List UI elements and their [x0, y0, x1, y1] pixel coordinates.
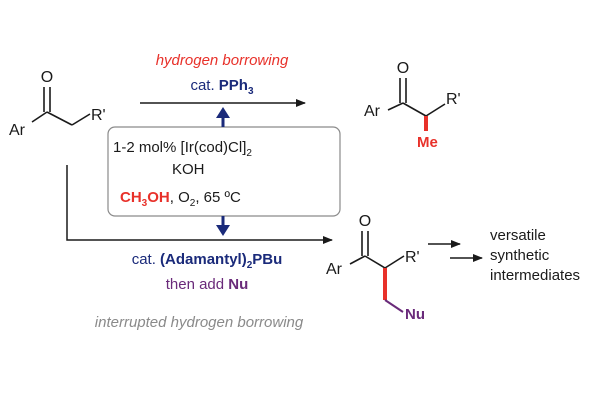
sm-r-group: R'	[91, 107, 106, 124]
nucleophile-bond	[384, 299, 404, 313]
outcome-line-2: synthetic	[490, 247, 550, 264]
nucleophile-addition-label: then add Nu	[166, 276, 249, 293]
alpha-bond	[46, 111, 73, 126]
r-bond	[425, 103, 446, 117]
aryl-bond	[387, 102, 404, 111]
bottom-product-oxygen: O	[359, 213, 371, 230]
r-bond	[71, 113, 91, 126]
hydrogen-borrowing-label: hydrogen borrowing	[156, 52, 289, 69]
top-catalyst-label: cat. PPh3	[190, 77, 254, 97]
methyl-label: Me	[417, 134, 438, 151]
bottom-product-r-group: R'	[405, 249, 420, 266]
top-product-r-group: R'	[446, 91, 461, 108]
r-bond	[384, 255, 405, 269]
bottom-reaction-arrow	[66, 165, 333, 244]
top-product-oxygen: O	[397, 60, 409, 77]
aryl-bond	[31, 111, 48, 123]
alpha-bond	[402, 102, 427, 117]
outcome-line-3: intermediates	[490, 267, 580, 284]
outcome-line-1: versatile	[490, 227, 546, 244]
down-arrow	[216, 216, 230, 236]
base-text: KOH	[172, 161, 205, 178]
bottom-catalyst-label: cat. (Adamantyl)2PBu	[132, 251, 283, 271]
sm-aryl: Ar	[9, 122, 26, 139]
sm-oxygen: O	[41, 69, 53, 86]
aryl-bond	[349, 255, 366, 265]
interrupted-hydrogen-borrowing-label: interrupted hydrogen borrowing	[95, 314, 304, 331]
nucleophile-label: Nu	[405, 306, 425, 323]
bottom-product-aryl: Ar	[326, 261, 343, 278]
top-product: O Ar R' Me	[364, 60, 461, 151]
starting-material: O Ar R'	[9, 69, 106, 139]
bottom-product: O Ar R' Nu	[326, 213, 425, 323]
catalyst-loading-text: 1-2 mol% [Ir(cod)Cl]2	[113, 139, 252, 159]
top-product-aryl: Ar	[364, 103, 381, 120]
reagent-conditions-text: CH3OH, O2, 65 ºC	[120, 189, 241, 209]
alpha-bond	[364, 255, 386, 269]
up-arrow	[216, 107, 230, 127]
